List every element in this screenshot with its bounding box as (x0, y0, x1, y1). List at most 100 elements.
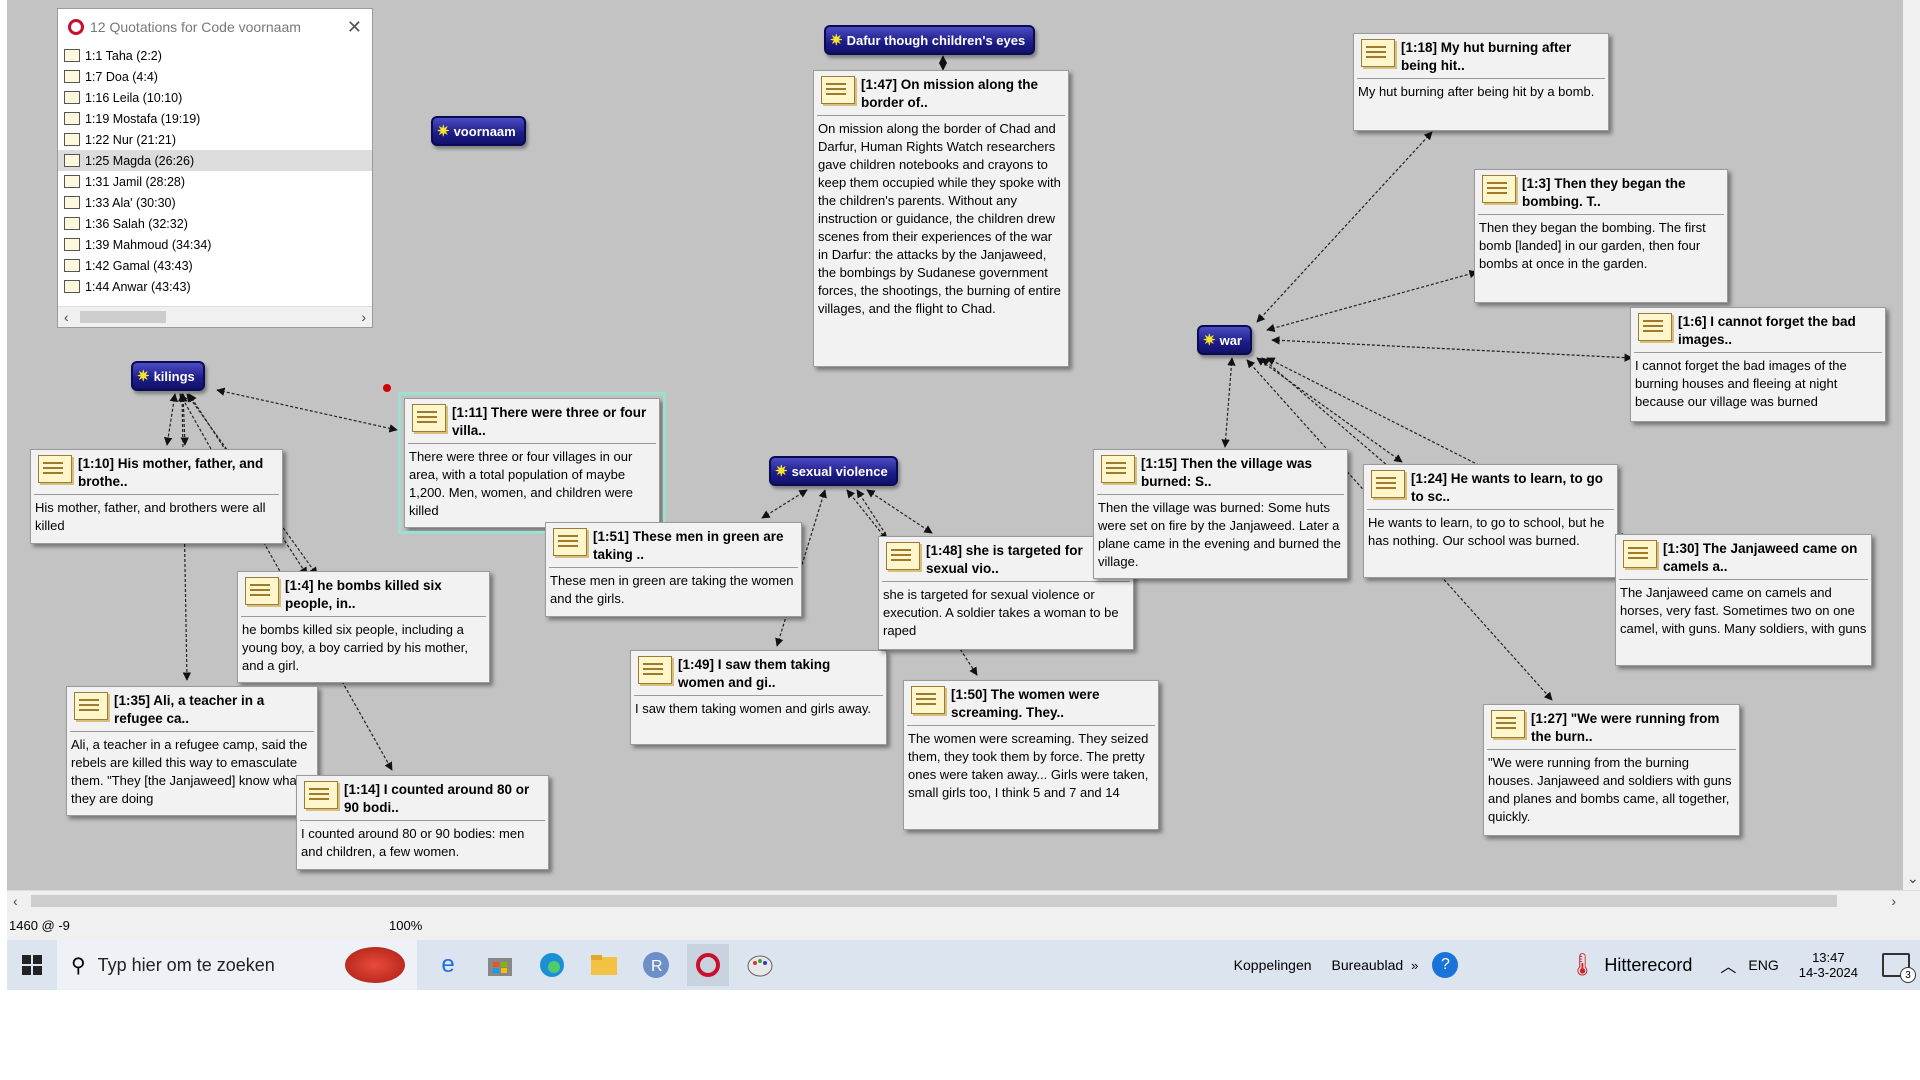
quote-title: [1:14] I counted around 80 or 90 bodi.. (344, 782, 530, 815)
scroll-left-icon[interactable]: ‹ (13, 893, 18, 909)
panel-title: 12 Quotations for Code voornaam (90, 19, 301, 35)
quotation-list-item[interactable]: 1:25 Magda (26:26) (58, 150, 372, 171)
horizontal-scrollbar[interactable]: ‹ › (7, 890, 1920, 911)
internet-explorer-icon[interactable]: e (441, 951, 455, 978)
quote-body: Ali, a teacher in a refugee camp, said t… (71, 737, 308, 806)
windows-start-icon[interactable] (7, 944, 57, 986)
quote-node-1-6[interactable]: [1:6] I cannot forget the bad images.. I… (1630, 307, 1886, 422)
quotation-icon (64, 217, 80, 230)
quotations-panel[interactable]: 12 Quotations for Code voornaam ✕ 1:1 Ta… (57, 8, 373, 328)
quotation-icon (1101, 455, 1135, 483)
quotation-icon (64, 133, 80, 146)
scroll-thumb[interactable] (31, 895, 1837, 907)
quotation-icon (821, 76, 855, 104)
quotation-label: 1:44 Anwar (43:43) (85, 279, 191, 294)
quote-body: Then they began the bombing. The first b… (1479, 220, 1706, 271)
quote-node-1-18[interactable]: [1:18] My hut burning after being hit.. … (1353, 33, 1609, 131)
vertical-scrollbar[interactable]: ⌄ (1903, 0, 1920, 890)
quotation-label: 1:42 Gamal (43:43) (85, 258, 193, 273)
weather-label[interactable]: Hitterecord (1604, 954, 1693, 975)
quote-node-1-15[interactable]: [1:15] Then the village was burned: S.. … (1093, 449, 1348, 579)
clock-time: 13:47 (1812, 950, 1845, 965)
quotation-list-item[interactable]: 1:33 Ala' (30:30) (64, 192, 372, 213)
atlas-icon (68, 19, 84, 35)
quote-body: These men in green are taking the women … (550, 573, 794, 606)
quote-node-1-49[interactable]: [1:49] I saw them taking women and gi.. … (630, 650, 887, 745)
network-canvas[interactable]: ✷ Dafur though children's eyes ✷ voornaa… (7, 0, 1920, 890)
close-icon[interactable]: ✕ (346, 16, 362, 37)
clock[interactable]: 13:47 14-3-2024 (1799, 950, 1858, 980)
quotation-list-item[interactable]: 1:36 Salah (32:32) (64, 213, 372, 234)
quote-body: The women were screaming. They seized th… (908, 731, 1149, 800)
zoom-level: 100% (389, 917, 423, 933)
quote-node-1-11[interactable]: [1:11] There were three or four villa.. … (398, 392, 666, 534)
microsoft-store-icon[interactable] (479, 944, 521, 986)
quotation-list[interactable]: 1:1 Taha (2:2)1:7 Doa (4:4) 1:16 Leila (1… (58, 45, 372, 297)
quote-node-1-48[interactable]: [1:48] she is targeted for sexual vio.. … (878, 536, 1134, 650)
quotation-list-item[interactable]: 1:1 Taha (2:2) (64, 45, 372, 66)
code-node-dafur[interactable]: ✷ Dafur though children's eyes (824, 25, 1036, 55)
cursor-coordinates: 1460 @ -9 (9, 917, 70, 933)
toolbar-overflow-icon[interactable]: » (1411, 957, 1419, 973)
code-node-war[interactable]: ✷ war (1197, 325, 1252, 355)
quote-body: I saw them taking women and girls away. (635, 701, 872, 716)
taskbar-search-box[interactable]: ⚲ Typ hier om te zoeken (57, 940, 417, 990)
quotation-label: 1:33 Ala' (30:30) (85, 195, 176, 210)
quote-node-1-30[interactable]: [1:30] The Janjaweed came on camels a.. … (1615, 534, 1872, 666)
quotation-list-item[interactable]: 1:42 Gamal (43:43) (64, 255, 372, 276)
notification-center-icon[interactable]: 3 (1882, 953, 1916, 983)
quote-node-1-27[interactable]: [1:27] "We were running from the burn.. … (1483, 704, 1740, 836)
quotation-icon (64, 154, 80, 167)
quote-node-1-47[interactable]: [1:47] On mission along the border of.. … (813, 70, 1069, 367)
scroll-left-icon[interactable]: ‹ (64, 309, 69, 325)
quotation-label: 1:16 Leila (10:10) (85, 90, 183, 105)
quote-node-1-10[interactable]: [1:10] His mother, father, and brothe.. … (30, 449, 283, 544)
quotation-label: 1:31 Jamil (28:28) (85, 174, 186, 189)
atlas-ti-icon[interactable] (687, 944, 729, 986)
quote-title: [1:35] Ali, a teacher in a refugee ca.. (114, 693, 265, 726)
quotation-list-item[interactable]: 1:22 Nur (21:21) (64, 129, 372, 150)
thermometer-icon: 🌡 (1568, 952, 1597, 977)
code-node-sexual-violence[interactable]: ✷ sexual violence (769, 456, 898, 486)
quote-body: he bombs killed six people, including a … (242, 622, 468, 673)
quote-node-1-14[interactable]: [1:14] I counted around 80 or 90 bodi.. … (296, 775, 549, 870)
quotation-list-item[interactable]: 1:44 Anwar (43:43) (64, 276, 372, 297)
panel-horizontal-scrollbar[interactable]: ‹ › (58, 306, 372, 327)
code-node-kilings[interactable]: ✷ kilings (131, 361, 205, 391)
quotation-list-item[interactable]: 1:19 Mostafa (19:19) (64, 108, 372, 129)
quote-node-1-3[interactable]: [1:3] Then they began the bombing. T.. T… (1474, 169, 1728, 303)
quotation-icon (911, 686, 945, 714)
quotation-list-item[interactable]: 1:31 Jamil (28:28) (64, 171, 372, 192)
help-icon[interactable]: ? (1432, 952, 1459, 978)
quote-node-1-50[interactable]: [1:50] The women were screaming. They.. … (903, 680, 1159, 830)
scroll-right-icon[interactable]: › (1891, 893, 1896, 909)
language-indicator[interactable]: ENG (1748, 957, 1779, 973)
quote-node-1-24[interactable]: [1:24] He wants to learn, to go to sc.. … (1363, 464, 1618, 578)
quote-title: [1:6] I cannot forget the bad images.. (1678, 314, 1856, 347)
quote-node-1-4[interactable]: [1:4] he bombs killed six people, in.. h… (237, 571, 490, 683)
edge-browser-icon[interactable] (531, 944, 573, 986)
code-star-icon: ✷ (137, 368, 150, 385)
taskbar: ⚲ Typ hier om te zoeken e R Koppelingen … (7, 940, 1920, 990)
scroll-down-icon[interactable]: ⌄ (1907, 870, 1919, 886)
quote-node-1-35[interactable]: [1:35] Ali, a teacher in a refugee ca.. … (66, 686, 318, 816)
quote-title: [1:50] The women were screaming. They.. (951, 687, 1100, 720)
toolbar-links[interactable]: Koppelingen (1233, 957, 1312, 973)
paint-icon[interactable] (739, 944, 781, 986)
toolbar-desktop[interactable]: Bureaublad (1331, 957, 1404, 973)
quotation-list-item[interactable]: 1:39 Mahmoud (34:34) (64, 234, 372, 255)
notification-count: 3 (1900, 967, 1916, 983)
tray-chevron-up-icon[interactable]: ︿ (1720, 959, 1737, 976)
quotation-list-item[interactable]: 1:7 Doa (4:4) (64, 66, 372, 87)
quotation-list-item[interactable]: 1:16 Leila (10:10) (64, 87, 372, 108)
file-explorer-icon[interactable] (583, 944, 625, 986)
r-app-icon[interactable]: R (635, 944, 677, 986)
scroll-right-icon[interactable]: › (361, 309, 366, 325)
code-node-voornaam[interactable]: ✷ voornaam (431, 116, 526, 146)
quote-title: [1:30] The Janjaweed came on camels a.. (1663, 541, 1858, 574)
quotation-label: 1:22 Nur (21:21) (85, 132, 177, 147)
quote-node-1-51[interactable]: [1:51] These men in green are taking .. … (545, 522, 802, 617)
quotation-icon (64, 49, 80, 62)
code-star-icon: ✷ (775, 463, 788, 480)
scroll-thumb[interactable] (80, 311, 166, 323)
